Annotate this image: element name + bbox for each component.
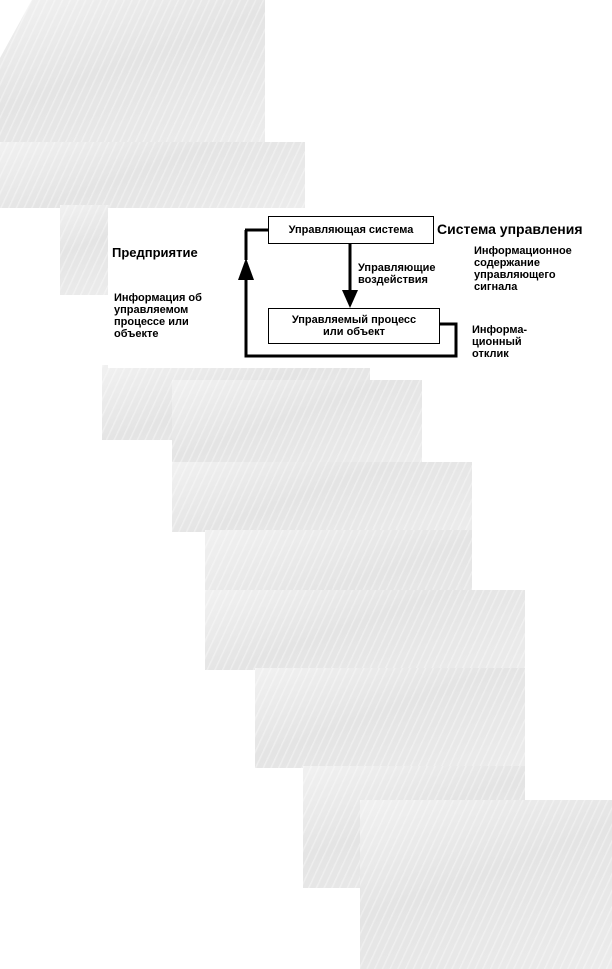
- diagram-connectors: [238, 228, 458, 358]
- info-response-label: Информа- ционный отклик: [472, 324, 528, 360]
- background-step: [172, 462, 472, 532]
- system-title: Система управления: [437, 221, 583, 237]
- background-step: [255, 668, 525, 768]
- control-system-diagram: Управляющая система Управляемый процесс …: [108, 208, 612, 368]
- feedback-loop-line: [244, 278, 458, 358]
- background-step: [205, 590, 525, 670]
- feedback-arrowhead: [238, 258, 254, 280]
- background-step: [172, 380, 422, 465]
- control-arrowhead: [342, 290, 358, 308]
- process-info-label: Информация об управляемом процессе или о…: [114, 292, 202, 340]
- background-step: [0, 0, 265, 145]
- managed-process-node: Управляемый процесс или объект: [268, 308, 440, 344]
- background-step: [360, 800, 612, 969]
- enterprise-label: Предприятие: [112, 245, 198, 260]
- control-system-node: Управляющая система: [268, 216, 434, 244]
- background-step: [60, 205, 110, 295]
- control-actions-label: Управляющие воздействия: [358, 262, 436, 286]
- background-step: [0, 142, 305, 208]
- info-content-label: Информационное содержание управляющего с…: [474, 245, 572, 293]
